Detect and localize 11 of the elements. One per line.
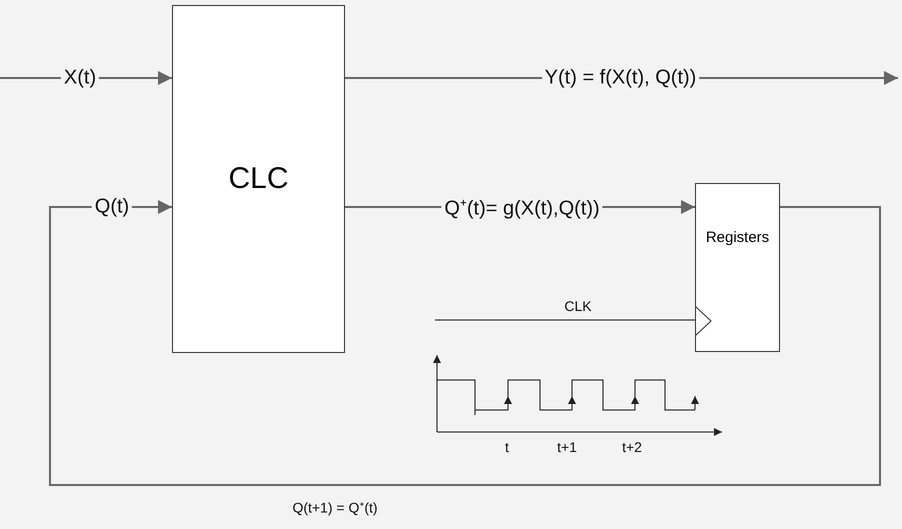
signal-label: Q(t) (92, 196, 132, 218)
logic-block-box (172, 5, 345, 353)
edge-label: X(t) (60, 66, 100, 90)
time-label: t+1 (557, 439, 577, 455)
bus-arrow (49, 200, 881, 486)
block-title: CLC (228, 162, 288, 196)
register-box (695, 183, 780, 352)
block-label: Registers (706, 229, 770, 246)
time-label: t+2 (622, 439, 642, 455)
time-label: t (505, 439, 509, 455)
edge-label: Y(t) = f(X(t), Q(t)) (542, 66, 700, 90)
